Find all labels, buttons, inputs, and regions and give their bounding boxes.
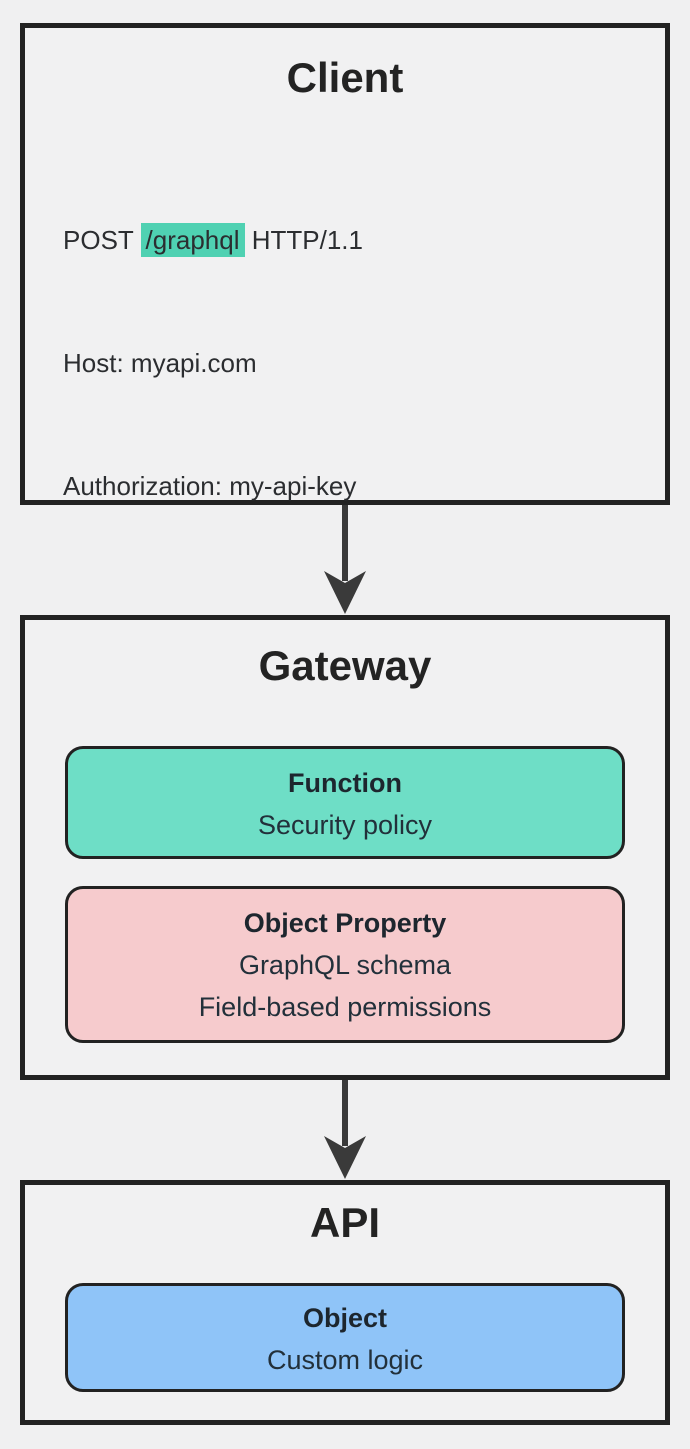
arrow-down-icon	[324, 1136, 366, 1179]
request-method: POST	[63, 225, 141, 255]
object-card-subtitle: Custom logic	[266, 1345, 424, 1375]
gateway-panel: Gateway Function Security policy Object …	[20, 615, 670, 1080]
api-title: API	[309, 1199, 380, 1246]
object-property-card-line1: GraphQL schema	[238, 950, 452, 980]
arrow-shaft	[342, 1080, 348, 1146]
client-panel: Client POST /graphql HTTP/1.1 Host: myap…	[20, 23, 670, 1034]
object-card-title: Object	[302, 1303, 388, 1333]
object-card: Object Custom logic	[65, 1283, 625, 1392]
authorization-header: Authorization: my-api-key	[63, 471, 357, 501]
request-http-version: HTTP/1.1	[244, 225, 363, 255]
arrow-down-icon	[324, 571, 366, 614]
arrow-gateway-to-api	[323, 1080, 367, 1180]
arrow-shaft	[342, 505, 348, 581]
function-card-title: Function	[288, 768, 402, 798]
request-path-highlight: /graphql	[140, 223, 245, 257]
object-property-card-line2: Field-based permissions	[198, 992, 492, 1022]
client-title: Client	[286, 54, 404, 101]
function-card: Function Security policy	[65, 746, 625, 859]
arrow-client-to-gateway	[323, 505, 367, 615]
api-panel: API Object Custom logic	[20, 1180, 670, 1425]
object-property-card: Object Property GraphQL schema Field-bas…	[65, 886, 625, 1043]
request-line: POST /graphql HTTP/1.1	[63, 220, 665, 261]
function-card-subtitle: Security policy	[257, 810, 433, 840]
gateway-title: Gateway	[258, 642, 432, 689]
object-property-card-title: Object Property	[243, 908, 447, 938]
host-header: Host: myapi.com	[63, 348, 257, 378]
